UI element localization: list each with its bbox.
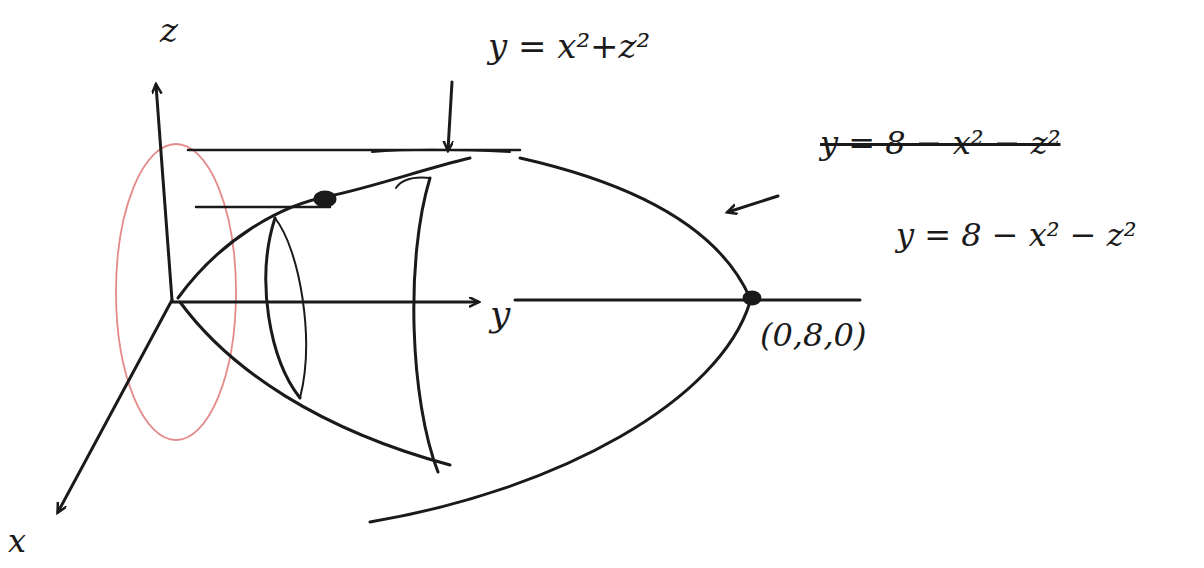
point-label: (0,8,0) (760, 318, 866, 353)
crossed-out-equation: y = 8 − x² − z² (820, 126, 1060, 161)
axis-label: y (490, 294, 510, 334)
axis-label: z (160, 12, 178, 49)
axis-label: x (8, 524, 26, 559)
surface-equation: y = 8 − x² − z² (896, 218, 1136, 253)
surface-equation: y = x²+z² (488, 28, 650, 65)
